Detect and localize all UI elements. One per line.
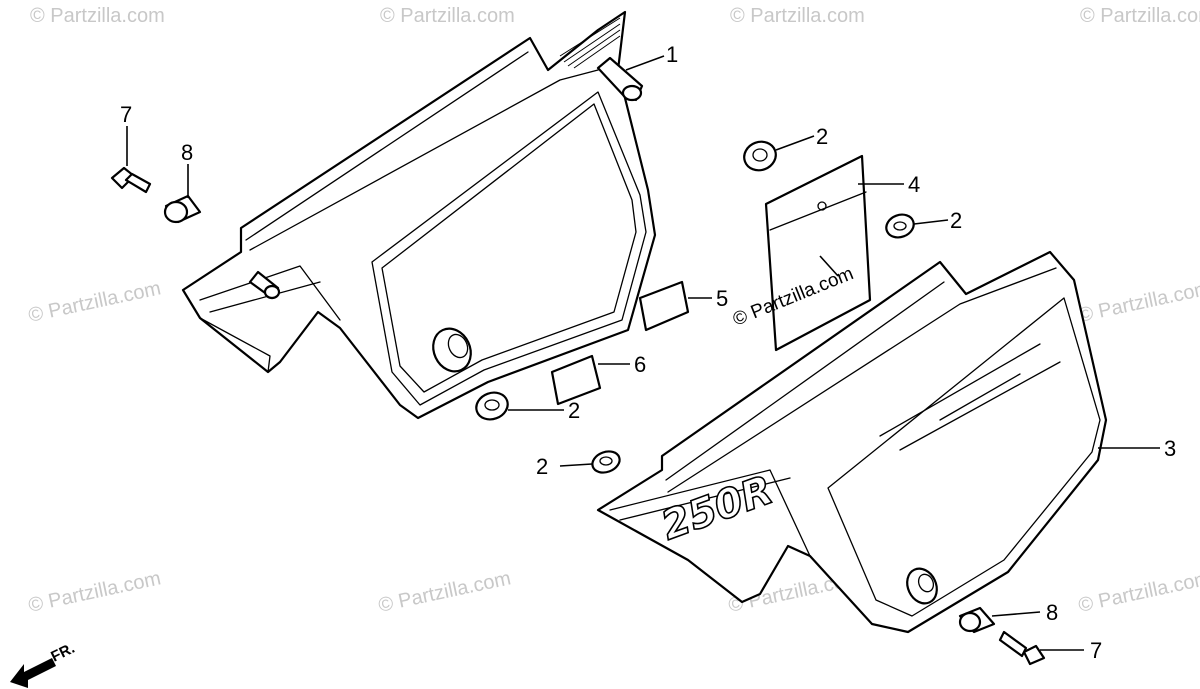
left-cover-upper-rib	[245, 51, 599, 251]
grommet-2c	[475, 391, 509, 421]
grommet-2b	[885, 213, 915, 239]
cover-pin-top	[596, 56, 644, 102]
tool-bag: © Partzilla.com	[730, 154, 872, 352]
right-cover-sheen	[879, 343, 1061, 451]
watermark: © Partzilla.com	[26, 567, 162, 617]
callout-number: 7	[1090, 638, 1102, 663]
watermark: © Partzilla.com	[26, 277, 162, 327]
left-cover-outline	[181, 10, 657, 420]
callout-number: 6	[634, 352, 646, 377]
tool-bag-flap	[769, 191, 867, 231]
collar-8-left	[163, 194, 202, 224]
cover-grommet-right	[906, 567, 938, 605]
sticker-5	[638, 280, 690, 332]
callout-number: 2	[568, 398, 580, 423]
callout-number: 4	[908, 172, 920, 197]
watermark: © Partzilla.com	[1080, 5, 1200, 27]
callout-number: 2	[950, 208, 962, 233]
right-side-cover: 250R	[596, 250, 1108, 634]
callout-number: 8	[1046, 600, 1058, 625]
watermark: © Partzilla.com	[1076, 277, 1200, 327]
callout-number: 5	[716, 286, 728, 311]
callout-number: 3	[1164, 436, 1176, 461]
left-cover-rear-edge	[199, 317, 271, 373]
tool-bag-snap	[817, 201, 827, 211]
callout-number: 2	[536, 454, 548, 479]
right-cover-outline	[596, 250, 1108, 634]
front-arrow-icon	[10, 658, 56, 688]
left-side-cover	[181, 10, 657, 420]
right-cover-inner-panel	[827, 297, 1101, 617]
callout-number: 8	[181, 140, 193, 165]
cover-pin-lower	[248, 270, 281, 300]
callout-number: 2	[816, 124, 828, 149]
watermark: © Partzilla.com	[730, 5, 865, 27]
bolt-7-left	[110, 166, 152, 194]
watermark: © Partzilla.com	[30, 5, 165, 27]
cover-grommet	[432, 327, 472, 373]
leader-lines	[126, 55, 1160, 651]
grommet-2a	[743, 140, 777, 172]
left-cover-inner-panel-2	[381, 103, 637, 393]
right-cover-upper-rib	[665, 267, 1057, 493]
grommet-2d	[591, 450, 621, 474]
front-indicator: FR.	[10, 640, 77, 688]
left-cover-inner-panel	[371, 91, 647, 406]
collar-8-right	[958, 606, 996, 634]
callout-number: 1	[666, 42, 678, 67]
left-cover-rear-lip-hatch	[559, 17, 621, 69]
watermark: © Partzilla.com	[1076, 567, 1200, 617]
callout-number: 7	[120, 102, 132, 127]
callouts: 1 2 2 2 2 3 4 5 6 7 7 8 8	[120, 42, 1176, 663]
sticker-6	[550, 354, 602, 406]
watermark: © Partzilla.com	[380, 5, 515, 27]
watermark: © Partzilla.com	[376, 567, 512, 617]
left-cover-lower-crease	[199, 265, 341, 321]
tool-bag-outline	[764, 154, 872, 352]
bolt-7-right	[998, 630, 1046, 666]
right-cover-lower-crease	[609, 469, 811, 557]
